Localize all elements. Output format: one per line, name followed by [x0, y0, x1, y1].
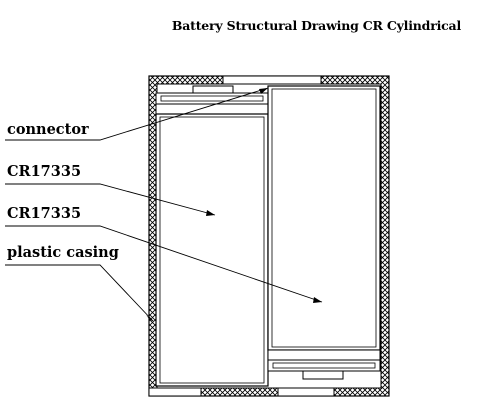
- casing-leader: [5, 264, 154, 322]
- cell-top-label: CR17335: [7, 163, 82, 180]
- left-cell: [155, 85, 269, 387]
- leader-lines: [5, 87, 323, 322]
- cell-top-leader: [5, 183, 216, 216]
- cell-bottom-label: CR17335: [7, 205, 82, 222]
- cell-bottom-leader: [5, 225, 323, 303]
- casing-label: plastic casing: [7, 244, 119, 261]
- right-cell: [267, 85, 381, 380]
- connector-leader: [5, 87, 269, 141]
- diagram-title: Battery Structural Drawing CR Cylindrica…: [171, 18, 461, 33]
- connector-label: connector: [7, 121, 89, 138]
